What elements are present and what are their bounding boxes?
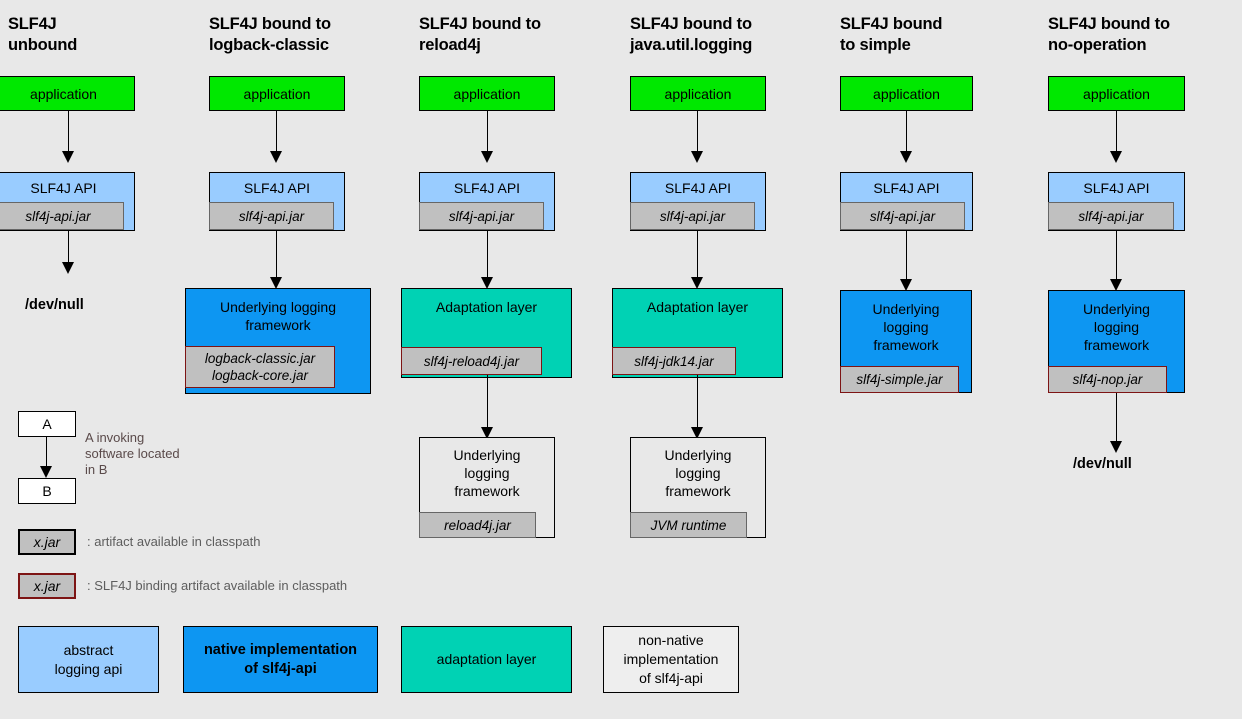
node-label: application bbox=[243, 86, 311, 102]
arrow-head-api-to-devnull-unbound bbox=[62, 262, 74, 274]
node-label: Underlying logging framework bbox=[664, 447, 732, 499]
arrow-head-api-to-adapter-jul bbox=[691, 277, 703, 289]
legend-arrow-line bbox=[46, 437, 47, 470]
jar-chip-slf4j-reload4j: slf4j-reload4j.jar bbox=[401, 347, 542, 375]
arrow-head-app-to-api-simple bbox=[900, 151, 912, 163]
legend-box-a: A bbox=[18, 411, 76, 437]
arrow-head-app-to-api-jul bbox=[691, 151, 703, 163]
legend-box-b: B bbox=[18, 478, 76, 504]
arrow-head-api-to-adapter-reload4j bbox=[481, 277, 493, 289]
legend-invocation-description: A invoking software located in B bbox=[85, 430, 180, 477]
column-title-reload4j: SLF4J bound to reload4j bbox=[419, 15, 541, 54]
arrow-line-impl-to-devnull-nop bbox=[1116, 393, 1117, 445]
node-label: Adaptation layer bbox=[435, 299, 538, 315]
column-title-logback-classic: SLF4J bound to logback-classic bbox=[209, 15, 331, 54]
terminal-devnull-unbound: /dev/null bbox=[25, 297, 84, 313]
jar-chip-slf4j-api-simple: slf4j-api.jar bbox=[840, 202, 965, 230]
node-label: SLF4J API bbox=[30, 180, 97, 196]
node-application-jul: application bbox=[630, 76, 766, 111]
jar-chip-slf4j-api-unbound: slf4j-api.jar bbox=[0, 202, 124, 230]
node-label: SLF4J API bbox=[873, 180, 940, 196]
legend-artifact-description: : artifact available in classpath bbox=[87, 534, 261, 549]
arrow-line-adapter-to-impl-jul bbox=[697, 375, 698, 430]
legend-swatch-artifact: x.jar bbox=[18, 529, 76, 555]
arrow-line-app-to-api-jul bbox=[697, 111, 698, 155]
arrow-line-api-to-impl-logback bbox=[276, 231, 277, 281]
arrow-line-app-to-api-simple bbox=[906, 111, 907, 155]
arrow-line-adapter-to-impl-reload4j bbox=[487, 375, 488, 430]
legend-binding-artifact-description: : SLF4J binding artifact available in cl… bbox=[87, 578, 348, 593]
column-title-java-util-logging: SLF4J bound to java.util.logging bbox=[630, 15, 753, 54]
arrow-head-api-to-impl-nop bbox=[1110, 279, 1122, 291]
column-title-unbound: SLF4J unbound bbox=[8, 15, 78, 54]
key-native-implementation: native implementation of slf4j-api bbox=[183, 626, 378, 693]
key-non-native-implementation: non-native implementation of slf4j-api bbox=[603, 626, 739, 693]
node-label: Underlying logging framework bbox=[220, 299, 336, 333]
arrow-line-app-to-api-logback bbox=[276, 111, 277, 155]
arrow-head-app-to-api-reload4j bbox=[481, 151, 493, 163]
legend-swatch-binding-artifact: x.jar bbox=[18, 573, 76, 599]
arrow-head-app-to-api-logback bbox=[270, 151, 282, 163]
terminal-devnull-nop: /dev/null bbox=[1073, 456, 1132, 472]
node-label: SLF4J API bbox=[664, 180, 732, 196]
node-label: SLF4J API bbox=[243, 180, 311, 196]
jar-chip-reload4j: reload4j.jar bbox=[419, 512, 536, 538]
arrow-head-api-to-impl-simple bbox=[900, 279, 912, 291]
jar-chip-slf4j-nop: slf4j-nop.jar bbox=[1048, 366, 1167, 393]
arrow-line-api-to-adapter-reload4j bbox=[487, 231, 488, 281]
arrow-line-api-to-adapter-jul bbox=[697, 231, 698, 281]
node-label: application bbox=[1083, 86, 1150, 102]
node-label: Adaptation layer bbox=[646, 299, 749, 315]
arrow-head-app-to-api-unbound bbox=[62, 151, 74, 163]
node-label: application bbox=[30, 86, 97, 102]
arrow-line-api-to-devnull-unbound bbox=[68, 231, 69, 266]
arrow-line-api-to-impl-nop bbox=[1116, 231, 1117, 283]
jar-chip-slf4j-jdk14: slf4j-jdk14.jar bbox=[612, 347, 736, 375]
arrow-head-adapter-to-impl-jul bbox=[691, 427, 703, 439]
node-label: Underlying logging framework bbox=[1083, 301, 1150, 353]
jar-chip-logback-logback: logback-classic.jar logback-core.jar bbox=[185, 346, 335, 388]
key-abstract-logging-api: abstract logging api bbox=[18, 626, 159, 693]
jar-chip-jvm-runtime: JVM runtime bbox=[630, 512, 747, 538]
node-application-unbound: application bbox=[0, 76, 135, 111]
arrow-line-app-to-api-nop bbox=[1116, 111, 1117, 155]
column-title-no-operation: SLF4J bound to no-operation bbox=[1048, 15, 1170, 54]
node-application-nop: application bbox=[1048, 76, 1185, 111]
column-title-simple: SLF4J bound to simple bbox=[840, 15, 943, 54]
jar-chip-slf4j-api-reload4j: slf4j-api.jar bbox=[419, 202, 544, 230]
jar-chip-slf4j-api-jul: slf4j-api.jar bbox=[630, 202, 755, 230]
arrow-head-app-to-api-nop bbox=[1110, 151, 1122, 163]
jar-chip-slf4j-api-nop: slf4j-api.jar bbox=[1048, 202, 1174, 230]
arrow-head-impl-to-devnull-nop bbox=[1110, 441, 1122, 453]
arrow-line-app-to-api-unbound bbox=[68, 111, 69, 155]
jar-chip-slf4j-simple: slf4j-simple.jar bbox=[840, 366, 959, 393]
arrow-head-api-to-impl-logback bbox=[270, 277, 282, 289]
node-label: Underlying logging framework bbox=[453, 447, 521, 499]
node-application-logback: application bbox=[209, 76, 345, 111]
key-adaptation-layer: adaptation layer bbox=[401, 626, 572, 693]
arrow-line-api-to-impl-simple bbox=[906, 231, 907, 283]
node-application-reload4j: application bbox=[419, 76, 555, 111]
node-label: SLF4J API bbox=[1083, 180, 1150, 196]
node-label: application bbox=[664, 86, 732, 102]
node-label: Underlying logging framework bbox=[872, 301, 940, 353]
legend-arrow-head bbox=[40, 466, 52, 478]
node-label: application bbox=[453, 86, 521, 102]
arrow-line-app-to-api-reload4j bbox=[487, 111, 488, 155]
node-application-simple: application bbox=[840, 76, 973, 111]
arrow-head-adapter-to-impl-reload4j bbox=[481, 427, 493, 439]
node-label: SLF4J API bbox=[453, 180, 521, 196]
jar-chip-slf4j-api-logback: slf4j-api.jar bbox=[209, 202, 334, 230]
node-label: application bbox=[873, 86, 940, 102]
